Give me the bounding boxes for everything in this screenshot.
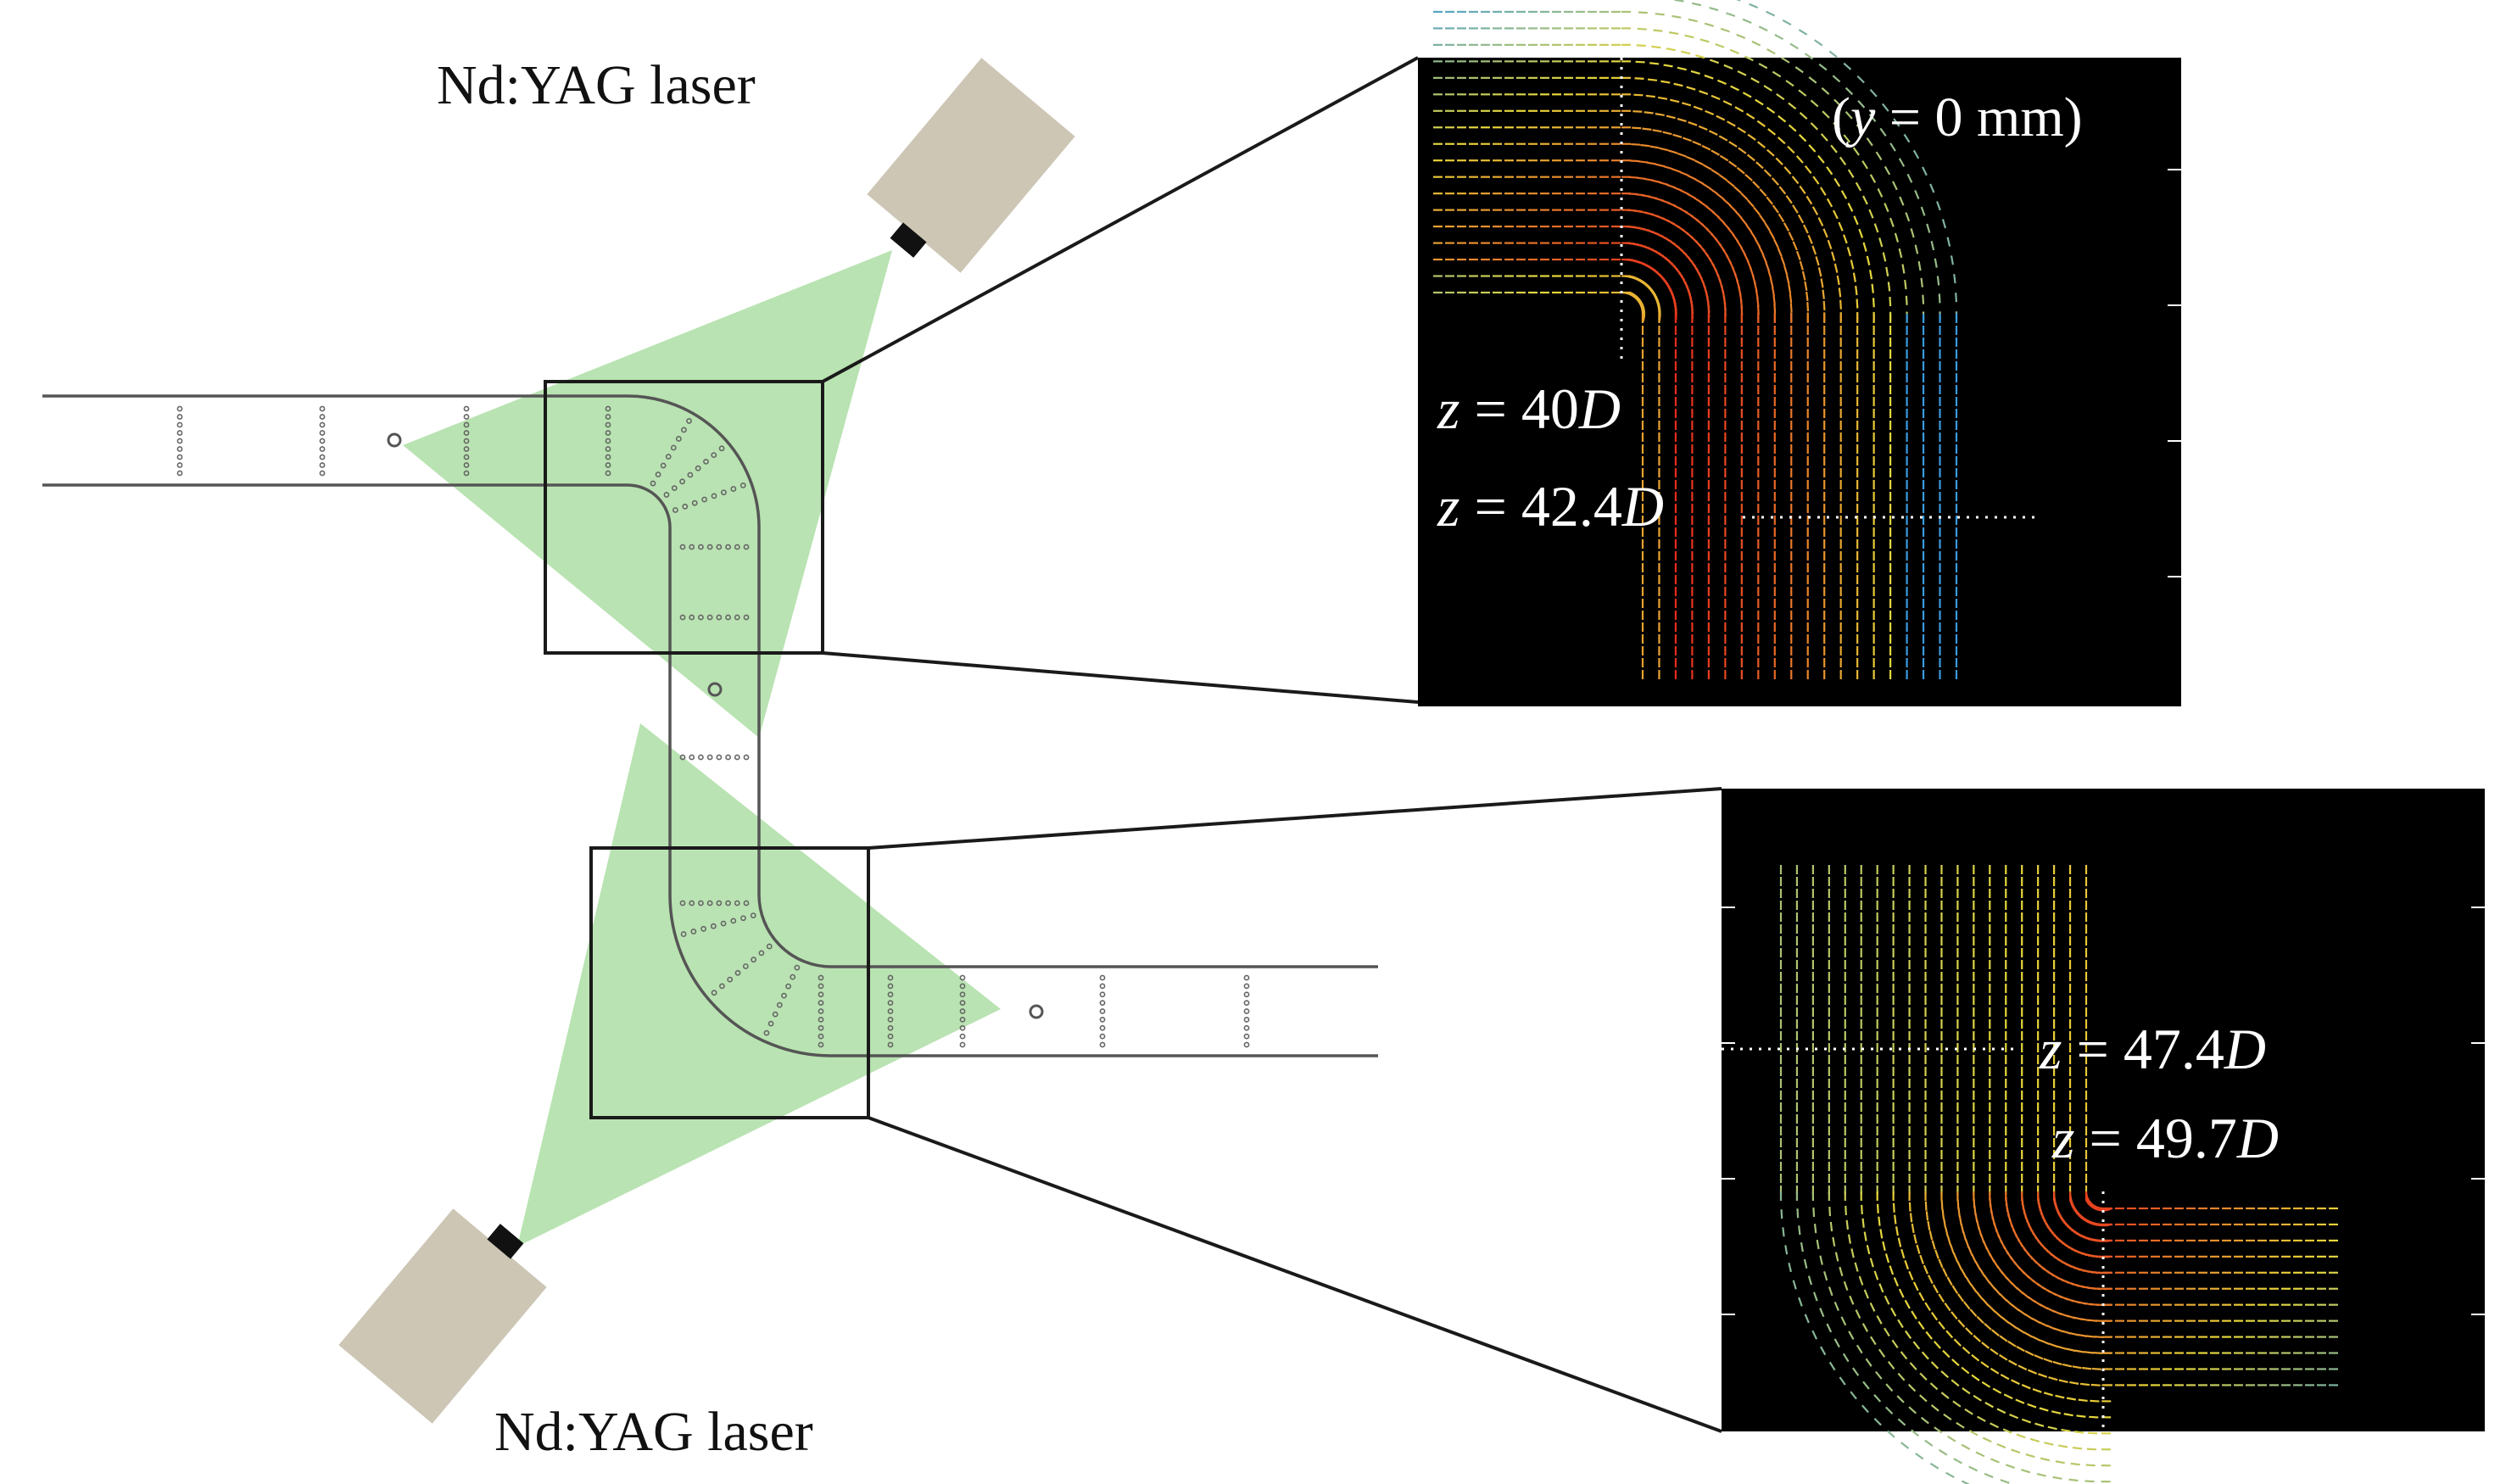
laser-head-icon [867, 58, 1075, 273]
laser-head-icon [338, 1208, 547, 1424]
velocity-vector-field-bottom [1779, 865, 2338, 1484]
laser-label-bottom: Nd:YAG laser [494, 1401, 813, 1463]
z-label-42-4D: z = 42.4D [1437, 474, 1664, 538]
velocity-inset-bottom: z = 47.4D z = 49.7D [1722, 789, 2485, 1484]
measurement-window-bottom [589, 846, 870, 1119]
laser-sheet-bottom [517, 723, 1001, 1247]
laser-sheet-top [403, 250, 892, 738]
z-label-49-7D: z = 49.7D [2051, 1106, 2279, 1170]
pipe-upper [42, 394, 761, 895]
z-label-40D: z = 40D [1437, 377, 1621, 441]
pipe-lower [668, 894, 1378, 1057]
plane-label: (y = 0 mm) [1832, 86, 2083, 148]
particle-circle-icon [1029, 1004, 1044, 1019]
seeding-particle-rows [176, 405, 1250, 1048]
particle-circle-icon [707, 682, 723, 697]
measurement-window-top [544, 380, 824, 655]
zoom-connectors [822, 56, 1722, 1433]
velocity-inset-top: (y = 0 mm) z = 40D z = 42.4D [1418, 0, 2181, 706]
particle-circle-icon [387, 432, 402, 448]
velocity-vector-field-top [1433, 0, 1958, 679]
z-label-47-4D: z = 47.4D [2039, 1017, 2266, 1081]
laser-label-top: Nd:YAG laser [437, 54, 756, 116]
